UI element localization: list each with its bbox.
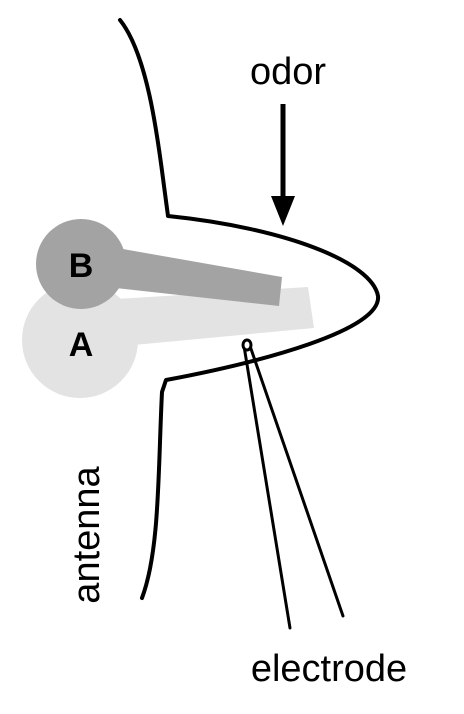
electrode-label: electrode — [251, 648, 407, 690]
electrode — [241, 338, 345, 630]
antenna-outline — [118, 18, 381, 600]
neuron-b-label: B — [69, 247, 94, 285]
antenna-label: antenna — [66, 465, 108, 603]
odor-arrow-head — [271, 196, 295, 226]
odor-arrow — [271, 104, 295, 226]
neuron-b-soma — [36, 219, 126, 309]
neuron-a-soma — [22, 282, 138, 398]
neuron-a-label: A — [69, 326, 94, 364]
neuron-b-dendrite — [98, 245, 282, 306]
odor-label: odor — [250, 51, 326, 93]
electrode-tip — [241, 338, 253, 352]
neuron-b: B — [36, 219, 282, 309]
electrode-right-edge — [248, 344, 345, 618]
electrode-left-edge — [242, 344, 292, 630]
